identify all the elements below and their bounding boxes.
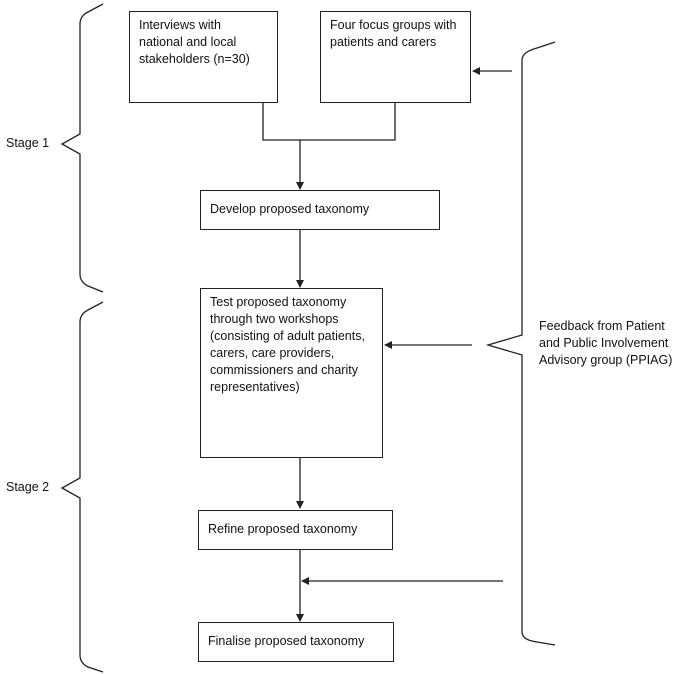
refine-box: Refine proposed taxonomy [198, 510, 393, 550]
feedback-bracket [485, 41, 556, 646]
stage2-bracket [60, 301, 104, 673]
focus-groups-box: Four focus groups with patients and care… [320, 11, 471, 103]
stage2-label: Stage 2 [6, 480, 50, 494]
finalise-box: Finalise proposed taxonomy [198, 622, 394, 662]
develop-box: Develop proposed taxonomy [200, 190, 440, 230]
merge-line [262, 102, 396, 141]
stage1-bracket [60, 3, 104, 293]
feedback-label: Feedback from Patient and Public Involve… [539, 319, 673, 367]
test-box: Test proposed taxonomy through two works… [200, 288, 383, 458]
stage1-label: Stage 1 [6, 136, 50, 150]
interviews-box: Interviews with national and local stake… [129, 11, 278, 103]
